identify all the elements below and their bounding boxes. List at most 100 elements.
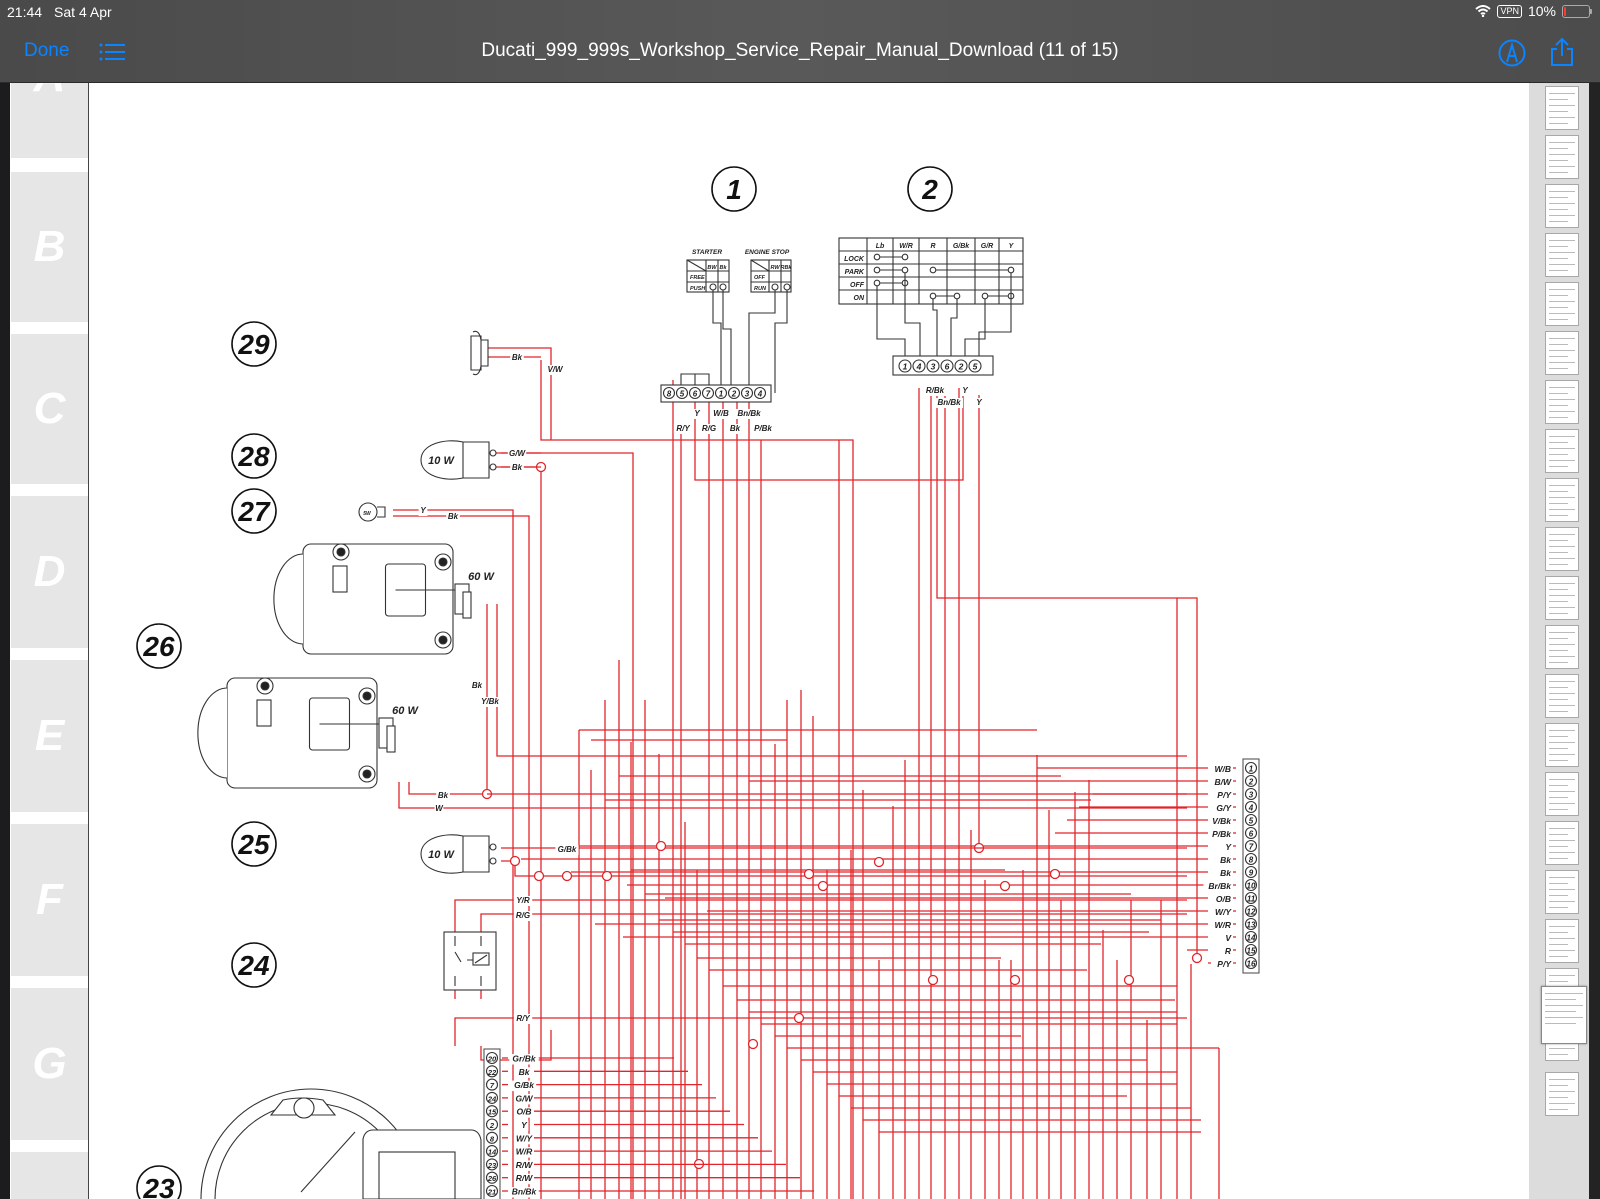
section-tab-next[interactable] [11,1152,88,1199]
page-thumbnail[interactable] [1545,576,1579,620]
wire-junction [533,870,545,882]
component-number-circle [231,433,277,479]
page-thumbnail[interactable] [1545,821,1579,865]
dash-wire-label: G/Bk [514,1080,535,1090]
label-bg [510,353,524,363]
pin-circle [740,386,754,400]
jumper [680,373,710,385]
pin-number: 15 [1247,947,1256,956]
page-thumbnail[interactable] [1545,233,1579,277]
page-thumbnail-current[interactable] [1541,986,1587,1044]
share-icon[interactable] [1549,37,1575,67]
label-bg [514,1133,534,1145]
label-bg [1208,816,1233,827]
pin-number: 5 [680,390,685,399]
label-bg [509,1054,539,1065]
component-number-circle [136,1165,182,1199]
wire-label: R/Y [676,424,690,433]
section-tab-label: C [33,384,66,433]
page-thumbnail[interactable] [1545,86,1579,130]
lcd-panel [362,1129,482,1199]
connector-wire-label: Bk [1220,855,1232,865]
wire-label: R/Y [516,1014,530,1023]
page-thumbnail[interactable] [1545,1072,1579,1116]
label-bg [545,365,565,375]
pin-number: 6 [693,390,698,399]
wire-junction [655,840,667,852]
pin-number: 10 [1247,882,1256,891]
page-thumbnail[interactable] [1545,527,1579,571]
markup-icon[interactable] [1498,39,1526,67]
switch-col: RW [770,265,780,271]
page-thumbnail[interactable] [1545,919,1579,963]
section-tab-b[interactable]: B [11,172,88,322]
connector-wire-label: V [1225,933,1232,943]
switch-wiring [712,287,788,393]
label-bg [519,1120,529,1131]
ignition-contact [929,266,937,274]
connector-wire-label: R [1225,946,1232,956]
page-thumbnail[interactable] [1545,723,1579,767]
component-number: 1 [726,174,742,205]
label-bg [436,791,450,801]
pin-circle [1244,800,1258,814]
pin-number: 14 [488,1148,497,1157]
wire [501,860,1187,877]
done-button[interactable]: Done [24,40,70,61]
page-thumbnail[interactable] [1545,380,1579,424]
page-thumbnail[interactable] [1545,674,1579,718]
page-thumbnail[interactable] [1545,135,1579,179]
pin-number: 21 [487,1188,496,1197]
page-thumbnail[interactable] [1545,772,1579,816]
section-tab-g[interactable]: G [11,988,88,1140]
page-thumbnail[interactable] [1545,282,1579,326]
label-bg [1213,907,1233,918]
section-tab-a[interactable]: A [11,82,88,158]
section-tab-e[interactable]: E [11,660,88,812]
page-thumbnail[interactable] [1545,184,1579,228]
status-date: Sat 4 Apr [54,4,112,20]
small-bulb-socket [377,506,386,518]
pin-circle [714,386,728,400]
label-bg [1213,894,1233,905]
page-thumbnail[interactable] [1545,331,1579,375]
section-tab-d[interactable]: D [11,496,88,648]
ignition-contact [929,292,937,300]
wire-label: Bk [448,512,459,521]
label-bg [960,386,970,396]
headlight-upper [302,543,454,655]
ignition-row: OFF [850,282,865,289]
label-bg [692,409,702,419]
tail-bulb-28 [420,440,490,480]
ignition-col: G/Bk [953,243,970,250]
page-thumbnail[interactable] [1545,870,1579,914]
section-tab-label: D [33,547,66,596]
wire [496,604,1187,757]
wire-junction [803,868,815,880]
list-icon[interactable] [99,42,125,62]
pin-circle [675,386,689,400]
thumbnail-sidebar[interactable] [1529,82,1589,1199]
page-thumbnail[interactable] [1545,429,1579,473]
switch-col: Bk [719,265,727,271]
gauge-needle [300,1131,356,1193]
component-number: 25 [237,829,270,860]
headlight-screw-center [362,769,372,779]
pin-circle [485,1105,499,1118]
page-thumbnail[interactable] [1545,625,1579,669]
relay-contacts [454,936,482,986]
switch-contact [771,283,779,291]
pin-circle [753,386,767,400]
page-thumbnail[interactable] [1545,478,1579,522]
pin-number: 15 [488,1108,497,1117]
dash-wire-label: Bn/Bk [512,1187,538,1197]
wire [694,395,964,481]
section-tab-c[interactable]: C [11,334,88,484]
connector-wire-label: P/Bk [1212,829,1232,839]
label-bg [514,1160,534,1171]
headlight-screw-center [260,681,270,691]
section-tab-label: B [33,222,66,271]
component-number: 29 [237,329,270,360]
section-tab-f[interactable]: F [11,824,88,976]
